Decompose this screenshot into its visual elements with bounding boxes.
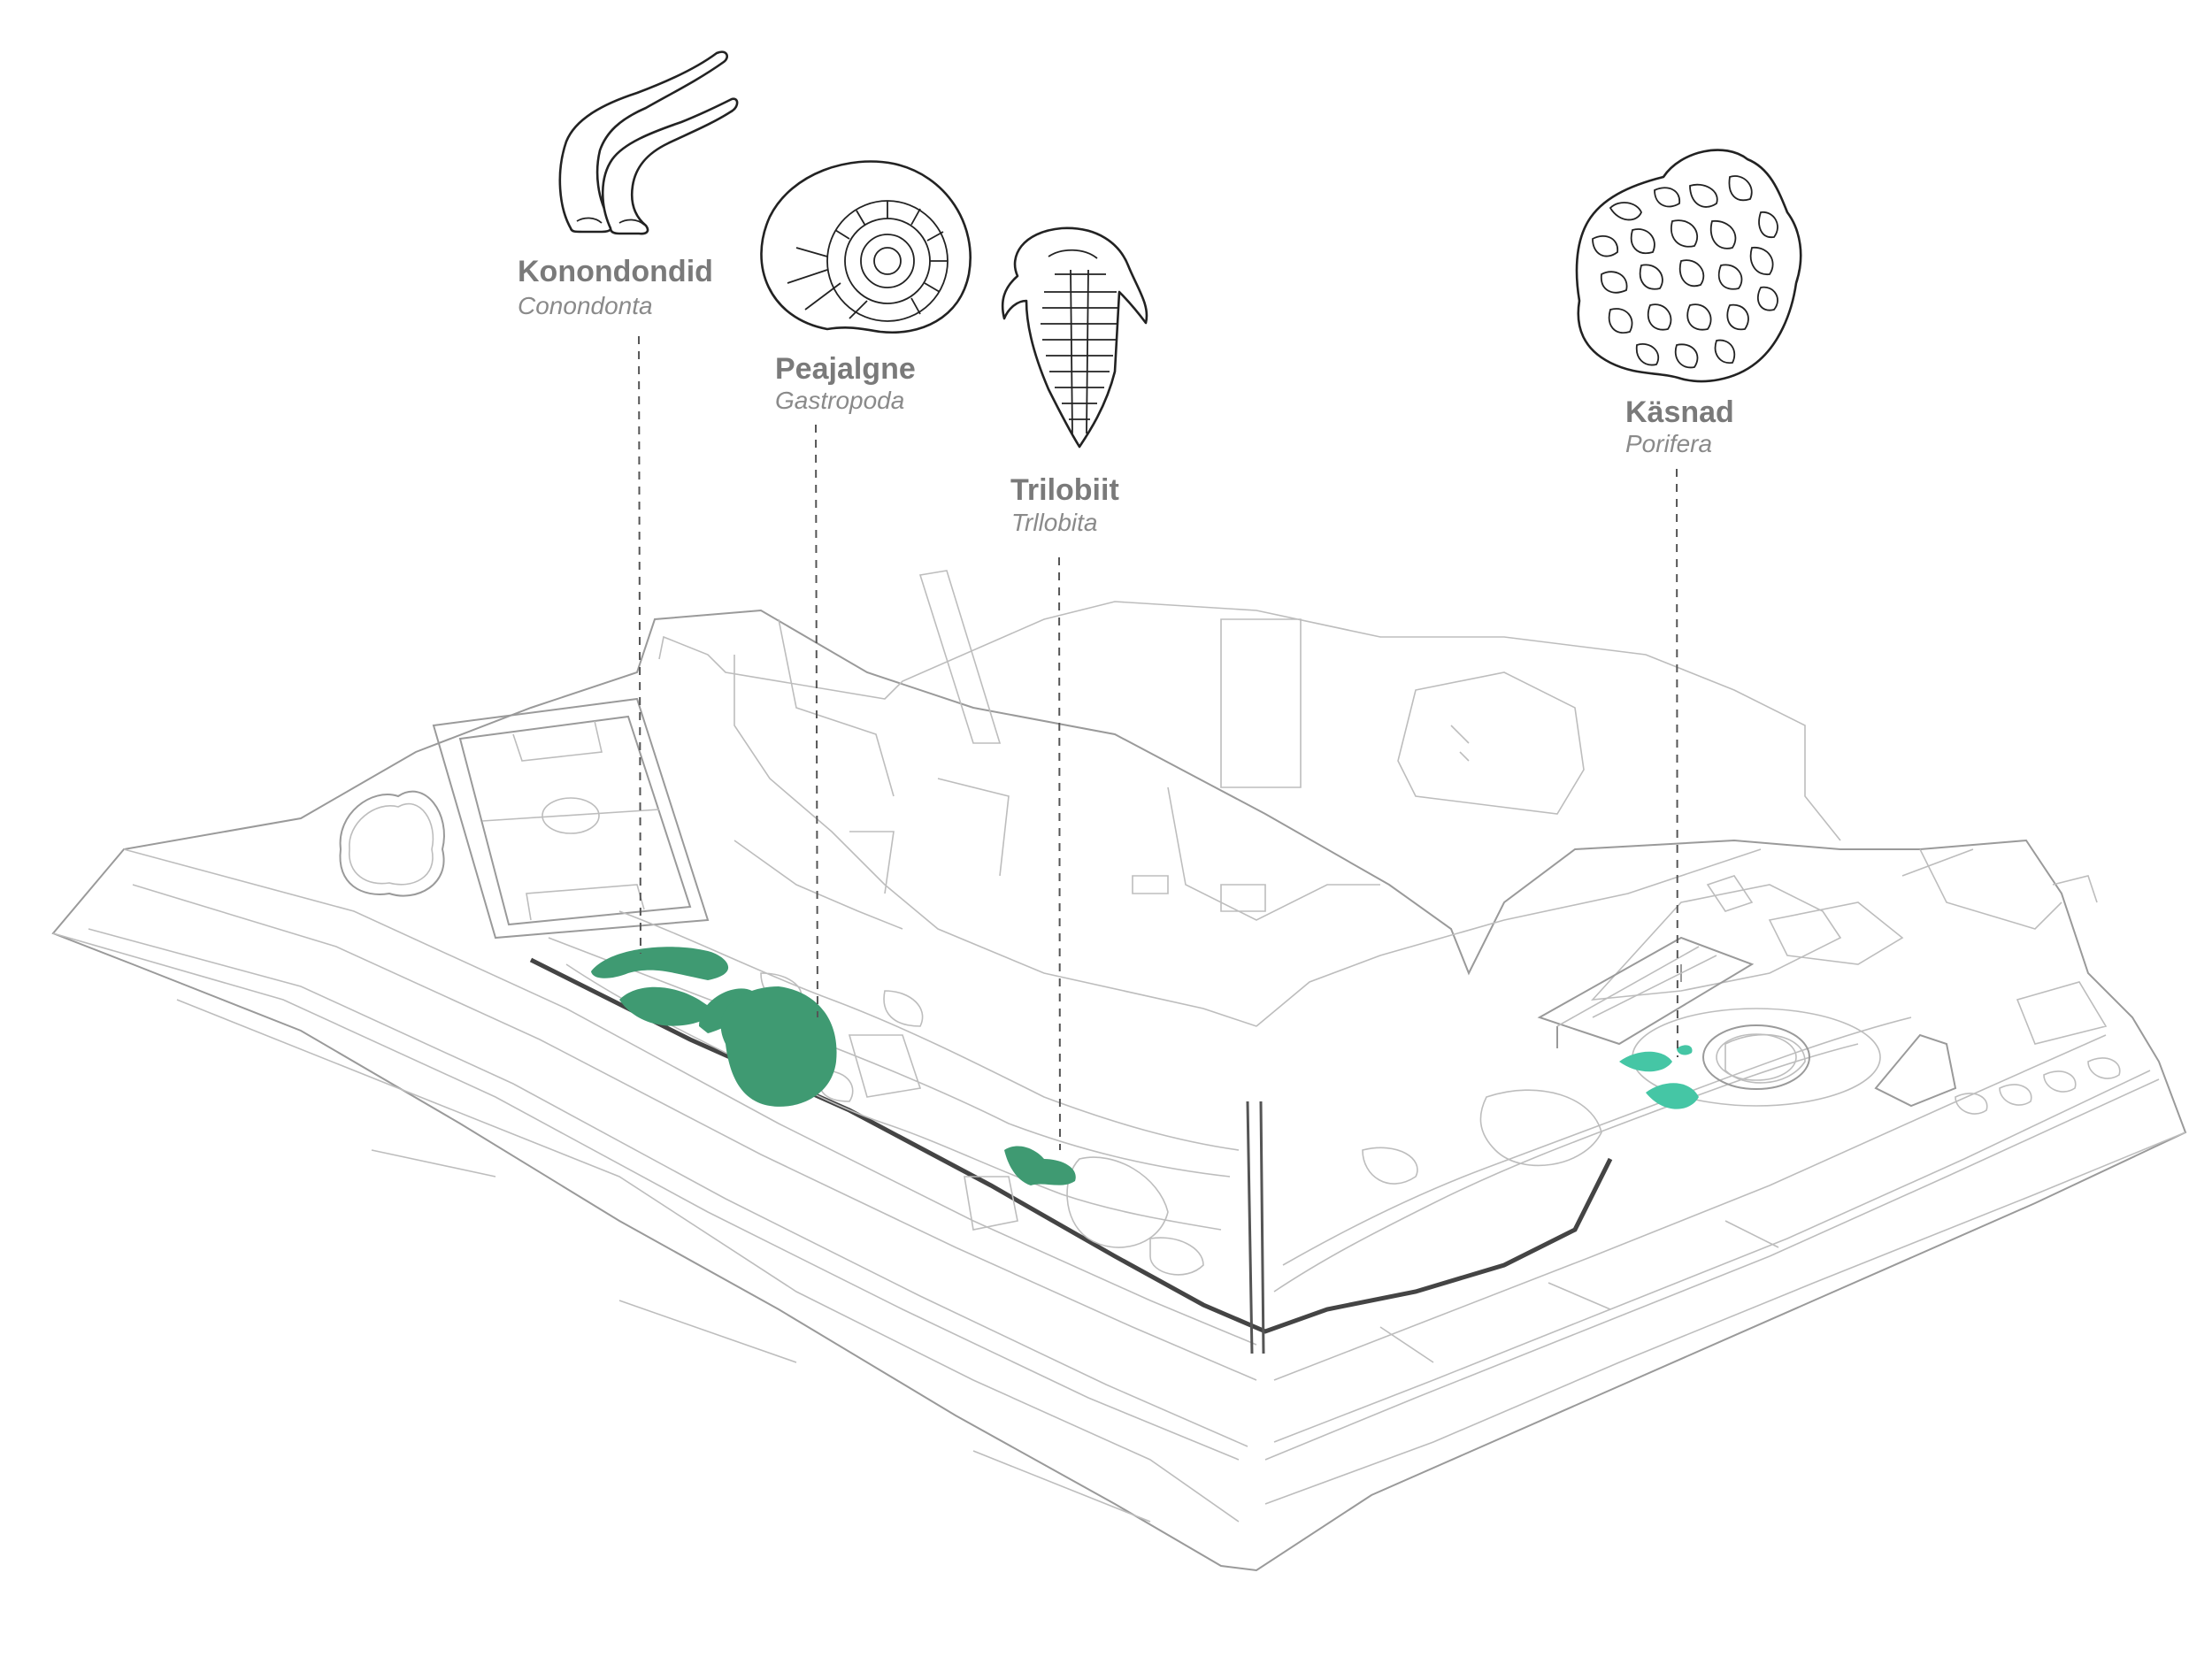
latin-peajalgne: Gastropoda	[775, 387, 904, 414]
gastropod-shell-icon	[760, 160, 972, 334]
label-trilobiit: Trilobiit	[1010, 473, 1119, 507]
urban-blocks	[658, 570, 2108, 1045]
gastropod-zone	[720, 986, 837, 1107]
sponge-zone	[1619, 1045, 1699, 1109]
leader-trilobiit	[1058, 556, 1061, 1151]
latin-trilobiit: Trllobita	[1011, 509, 1098, 536]
sponge-icon	[1575, 149, 1802, 383]
trilobite-zone	[1004, 1146, 1076, 1185]
highlight-zones	[591, 947, 1699, 1185]
football-field	[432, 697, 710, 940]
latin-kasnad: Porifera	[1625, 430, 1712, 457]
leader-konondondid	[638, 335, 641, 955]
hill-mound	[339, 790, 445, 897]
latin-konondondid: Conondonta	[518, 292, 653, 319]
trilobite-icon	[1001, 226, 1148, 449]
conodont-zone	[591, 947, 754, 1033]
park-terraces-right	[1273, 1016, 2121, 1293]
conodont-icon	[558, 50, 739, 235]
label-konondondid: Konondondid	[518, 255, 713, 288]
leader-lines	[638, 335, 1678, 1151]
rail-corridor-right	[1264, 1034, 2186, 1505]
rail-corridor	[52, 848, 1257, 1523]
labels: Konondondid Conondonta Peajalgne Gastrop…	[518, 255, 1734, 536]
site-plan	[51, 570, 2187, 1572]
station-building	[1874, 1033, 1957, 1108]
leader-peajalgne	[815, 424, 818, 1018]
leader-kasnad	[1676, 468, 1678, 1058]
arena-ring	[1702, 1024, 1810, 1090]
label-kasnad: Käsnad	[1625, 395, 1734, 429]
label-peajalgne: Peajalgne	[775, 352, 916, 386]
site-boundary	[51, 609, 2187, 1572]
central-mast	[1246, 1101, 1265, 1354]
pavilion-building	[1537, 936, 1755, 1048]
